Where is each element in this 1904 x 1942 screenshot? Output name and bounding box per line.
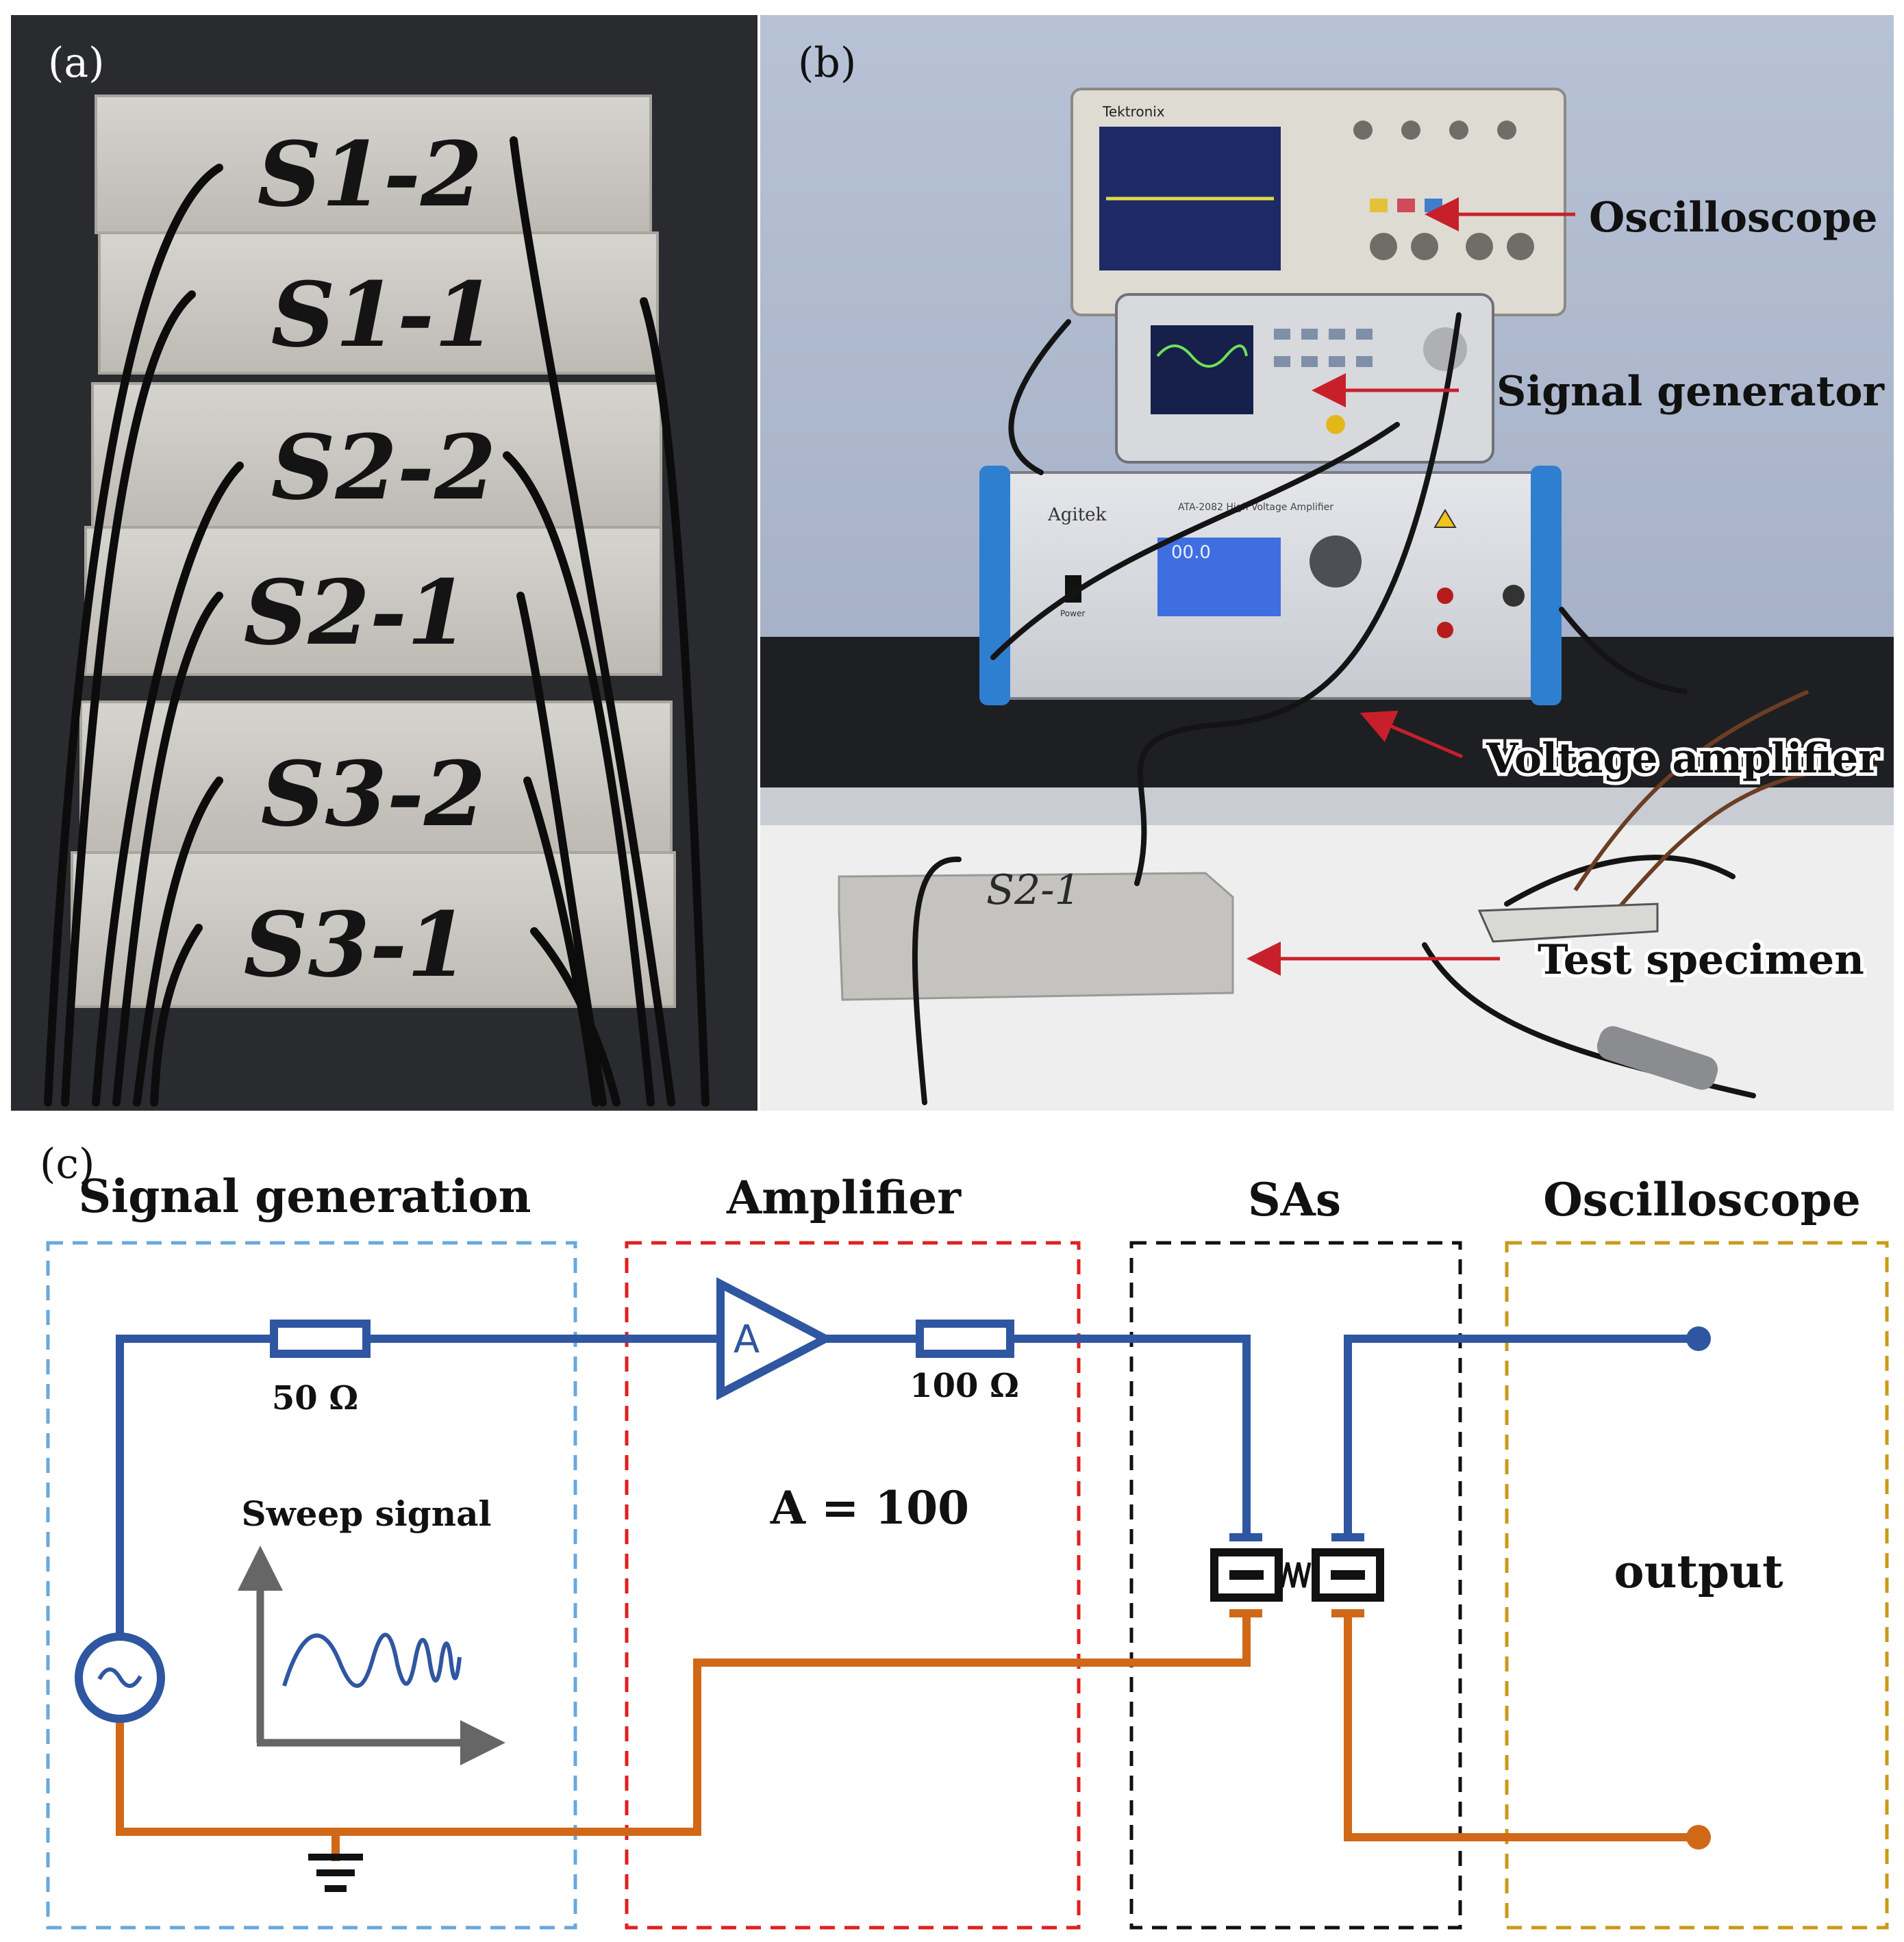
probe-clip: [1477, 903, 1659, 943]
title-sas: SAs: [1248, 1173, 1341, 1226]
oscilloscope-brand: Tektronix: [1102, 103, 1165, 120]
label-voltage-amplifier: Voltage amplifier: [1486, 735, 1881, 783]
amplifier-symbol: A: [734, 1317, 760, 1362]
specimen-label-2: S1-1: [271, 262, 497, 367]
box-signal-generation: [46, 1241, 577, 1930]
specimen-label-5: S3-2: [261, 742, 486, 846]
specimen-label-3: S2-2: [271, 415, 497, 520]
sensor-cables: [44, 136, 710, 1107]
panel-b-label: (b): [798, 39, 856, 87]
amplifier-screen: [1157, 538, 1281, 616]
signal-wires: [116, 1335, 1703, 1641]
resistor-50-ohm: [270, 1320, 371, 1358]
ac-source-sine: [97, 1667, 142, 1688]
label-test-specimen: Test specimen: [1538, 936, 1864, 984]
test-specimen-block: S2-1: [838, 866, 1234, 1001]
amplifier-triangle: [716, 1277, 834, 1400]
brick-s1-1: [98, 231, 659, 375]
title-oscilloscope: Oscilloscope: [1543, 1173, 1861, 1226]
brick-s2-1: [84, 526, 662, 676]
title-amplifier: Amplifier: [726, 1171, 962, 1224]
resistor-100-label: 100 Ω: [910, 1367, 1019, 1405]
resistor-50-label: 50 Ω: [272, 1379, 358, 1417]
panel-b: Tektronix Agitek: [760, 15, 1894, 1111]
panel-a: S1-2 S1-1 S2-2 S2-1 S3-2 S3-1 (a): [11, 15, 757, 1111]
specimen-label-1: S1-2: [258, 122, 483, 227]
bnc-connector: [1596, 1026, 1718, 1090]
brown-cables: [1573, 690, 1877, 912]
ground-symbol: [308, 1854, 363, 1892]
specimen-tag: S2-1: [986, 866, 1081, 914]
wave-coupling-icon: [1280, 1562, 1312, 1588]
arrow-voltage-amplifier: [1360, 710, 1463, 759]
generator-screen: [1151, 325, 1253, 414]
box-oscilloscope: [1505, 1241, 1889, 1930]
oscilloscope-device: Tektronix: [1070, 88, 1566, 316]
specimen-labels: S1-2 S1-1 S2-2 S2-1 S3-2 S3-1: [244, 122, 497, 997]
sensor-actuator-pair: [1210, 1533, 1384, 1617]
box-sas: [1129, 1241, 1462, 1930]
ground-wires: [116, 1615, 1703, 1861]
amplifier-brand: Agitek: [1047, 505, 1107, 525]
label-oscilloscope: Oscilloscope: [1589, 194, 1877, 242]
amplifier-knob: [1310, 535, 1362, 588]
desk-edge: [760, 787, 1894, 825]
brick-s1-2: [95, 94, 652, 234]
panel-a-label: (a): [48, 39, 105, 87]
box-amplifier: [625, 1241, 1081, 1930]
resistor-100-ohm: [916, 1320, 1014, 1358]
amplifier-display: 00.0: [1171, 542, 1211, 563]
specimen-bricks: [71, 94, 676, 1008]
label-signal-generator: Signal generator: [1496, 368, 1885, 416]
output-terminal-signal: [1686, 1326, 1711, 1351]
amplifier-model: ATA-2082 High Voltage Amplifier: [1178, 502, 1333, 513]
output-label: output: [1614, 1545, 1783, 1598]
title-signal-generation: Signal generation: [79, 1170, 531, 1223]
specimen-label-6: S3-1: [244, 892, 469, 997]
sweep-signal-label: Sweep signal: [242, 1493, 492, 1534]
panel-c: (c) Signal generation Amplifier SAs Osci…: [40, 1140, 1889, 1930]
sweep-waveform: [282, 1632, 462, 1688]
specimen-label-4: S2-1: [244, 560, 469, 665]
annotation-labels: Oscilloscope Signal generator Voltage am…: [1482, 194, 1885, 987]
amplifier-power-label: Power: [1060, 609, 1085, 618]
panel-c-label: (c): [40, 1140, 95, 1188]
annotation-arrows: [1247, 197, 1575, 976]
output-terminal-ground: [1686, 1825, 1711, 1850]
gain-label: A = 100: [770, 1481, 969, 1535]
voltage-amplifier-device: Agitek ATA-2082 High Voltage Amplifier 0…: [979, 466, 1562, 705]
signal-generator-device: [1115, 293, 1494, 464]
